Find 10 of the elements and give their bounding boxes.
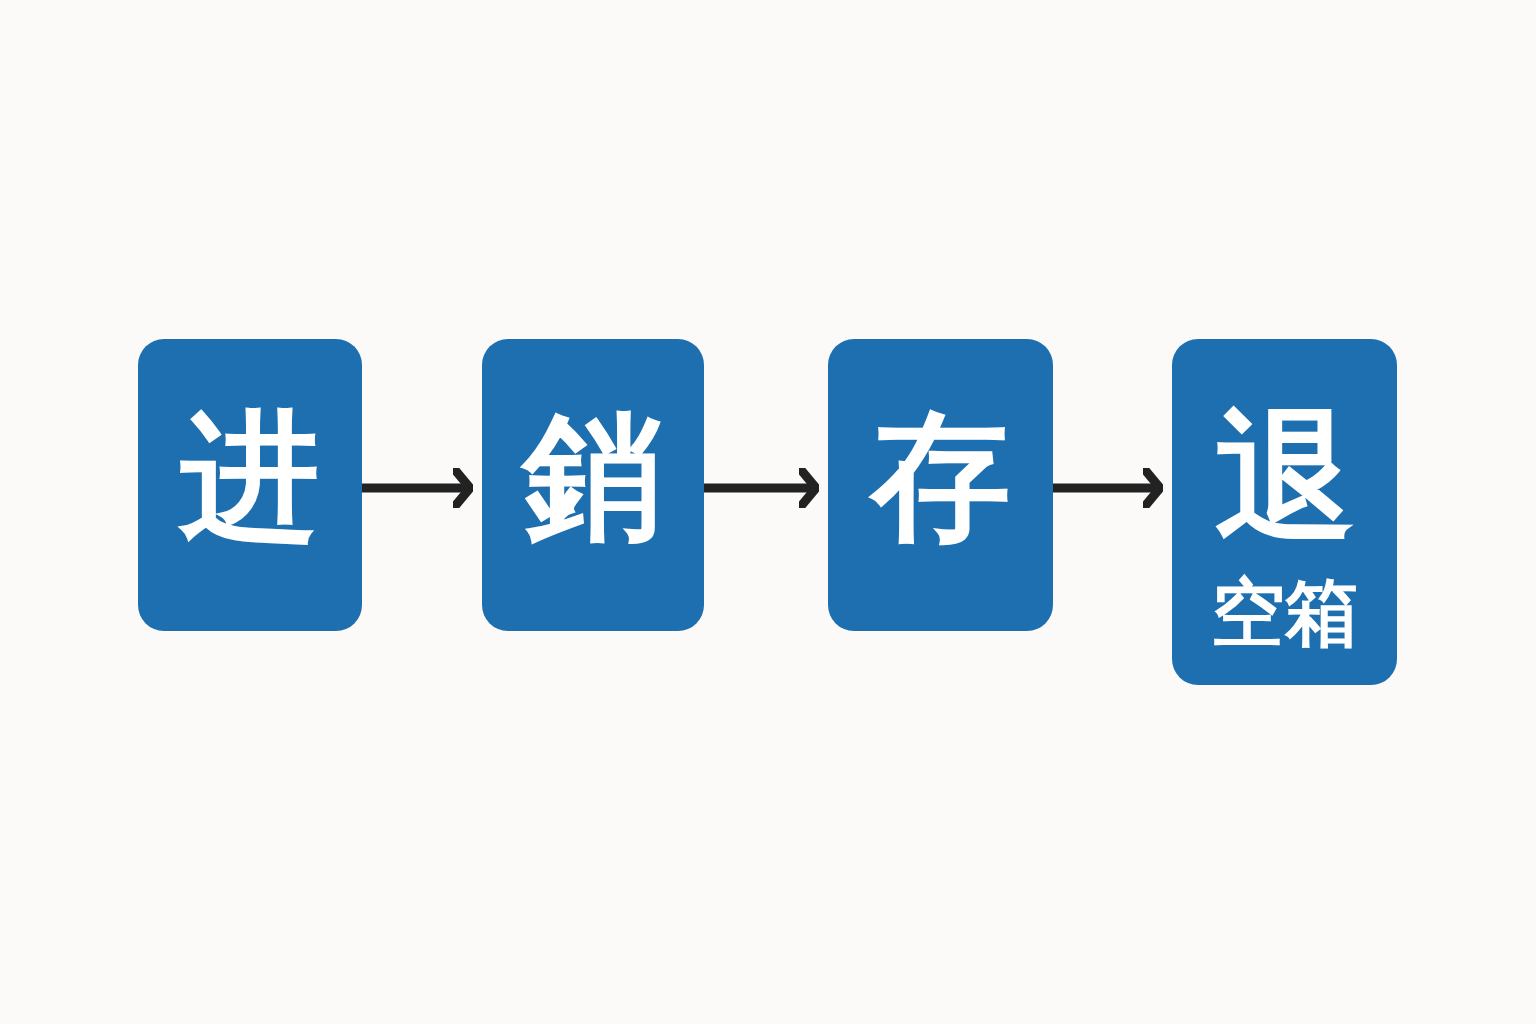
process-box	[138, 339, 362, 631]
arrow	[362, 466, 475, 510]
process-box	[828, 339, 1053, 631]
process-box	[1172, 339, 1397, 685]
box-subtitle: 空箱	[1210, 575, 1359, 649]
box-title: 退	[1214, 407, 1355, 547]
arrow	[1053, 466, 1165, 510]
process-box	[482, 339, 704, 631]
box-title: 存	[870, 407, 1011, 547]
arrow	[704, 466, 821, 510]
